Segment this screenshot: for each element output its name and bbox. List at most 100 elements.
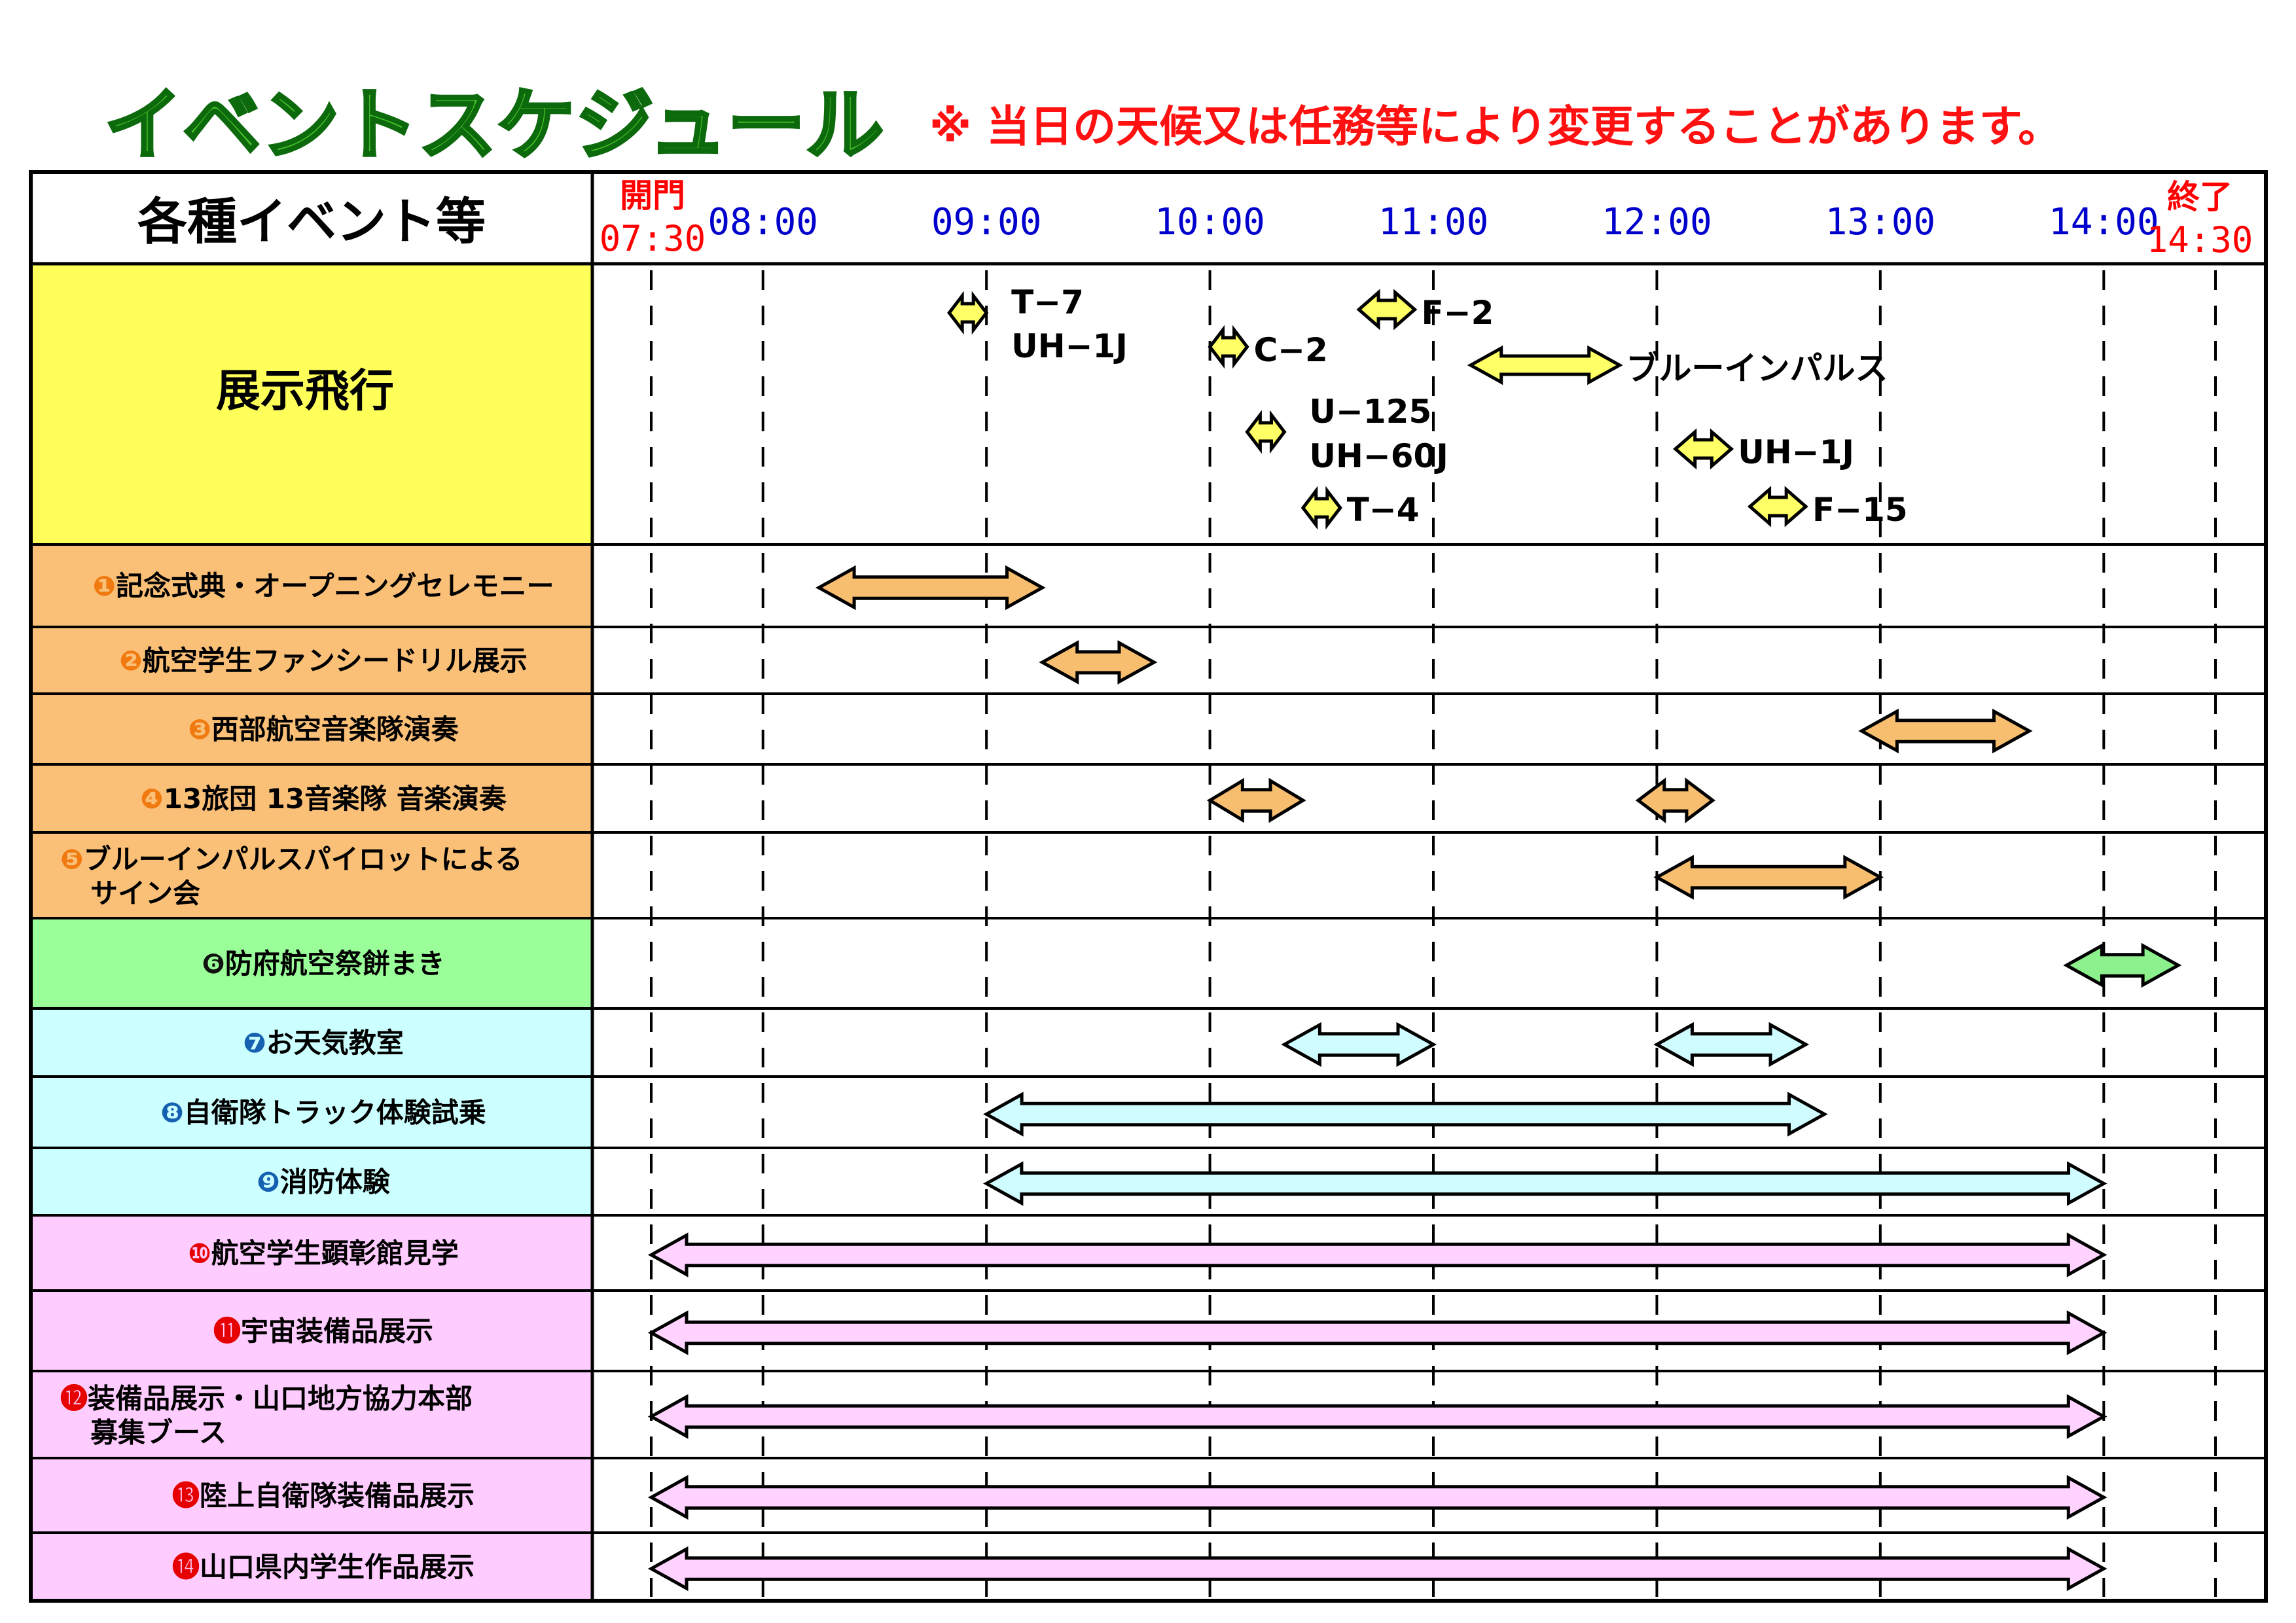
event-arrow bbox=[1206, 777, 1306, 823]
event-arrow bbox=[1653, 1022, 1810, 1067]
event-arrow bbox=[1281, 1022, 1437, 1067]
row-number-badge: ⓫ bbox=[213, 1315, 241, 1347]
row-label-text: 航空学生ファンシードリル展示 bbox=[143, 645, 528, 677]
event-arrow bbox=[647, 1232, 2108, 1277]
row-label: ❸西部航空音楽隊演奏 bbox=[188, 713, 459, 745]
row-number-badge: ❸ bbox=[188, 713, 211, 745]
event-arrow bbox=[2063, 942, 2182, 988]
time-tick-label: 09:00 bbox=[931, 201, 1042, 243]
flight-aircraft-label: T−7 bbox=[1011, 283, 1084, 321]
row-label-cell bbox=[31, 544, 592, 627]
row-label-cell bbox=[31, 918, 592, 1008]
row-label-text: 山口県内学生作品展示 bbox=[200, 1551, 475, 1583]
row-label-text: 防府航空祭餅まき bbox=[225, 948, 445, 980]
row-label: ❼お天気教室 bbox=[243, 1027, 404, 1059]
row-number-badge: ❽ bbox=[160, 1097, 184, 1129]
event-arrow bbox=[815, 565, 1046, 611]
row-number-badge: ⓮ bbox=[172, 1551, 200, 1583]
flight-arrow bbox=[1747, 486, 1808, 527]
row-label-cell bbox=[31, 627, 592, 694]
flight-aircraft-label: C−2 bbox=[1253, 331, 1327, 369]
flight-arrow bbox=[947, 291, 989, 335]
row-number-badge: ❹ bbox=[140, 783, 164, 815]
row-label: ❻防府航空祭餅まき bbox=[202, 948, 445, 980]
row-label: サイン会 bbox=[90, 878, 200, 910]
time-tick-label: 11:00 bbox=[1378, 201, 1489, 243]
row-label-cell bbox=[31, 1533, 592, 1601]
row-label: ⓮山口県内学生作品展示 bbox=[172, 1551, 475, 1583]
row-label: 展示飛行 bbox=[216, 366, 394, 418]
flight-aircraft-label: U−125 bbox=[1309, 393, 1431, 431]
row-label-cell bbox=[31, 694, 592, 764]
close-label: 終了 bbox=[2167, 178, 2233, 216]
event-arrow bbox=[1635, 777, 1715, 824]
row-label-text: 航空学生顕彰館見学 bbox=[211, 1238, 459, 1270]
row-number-badge: ❺ bbox=[60, 844, 84, 876]
flight-aircraft-label: F−15 bbox=[1812, 491, 1908, 529]
time-tick-label: 10:00 bbox=[1155, 201, 1265, 243]
row-number-badge: ❻ bbox=[202, 948, 225, 980]
row-label-text: 西部航空音楽隊演奏 bbox=[211, 713, 459, 745]
flight-arrow bbox=[1208, 325, 1249, 369]
flight-arrow bbox=[1356, 289, 1418, 330]
row-label: ⓫宇宙装備品展示 bbox=[213, 1315, 433, 1347]
row-label-text: 装備品展示・山口地方協力本部 bbox=[88, 1383, 473, 1415]
row-label: ❽自衛隊トラック体験試乗 bbox=[160, 1097, 486, 1129]
event-arrow bbox=[982, 1092, 1828, 1137]
event-arrow bbox=[647, 1546, 2108, 1592]
event-arrow bbox=[647, 1394, 2108, 1439]
time-tick-label: 07:30 bbox=[600, 218, 706, 259]
row-label-cell bbox=[31, 764, 592, 832]
chart-border bbox=[29, 170, 2268, 1603]
event-arrow bbox=[647, 1474, 2108, 1520]
flight-arrow bbox=[1467, 345, 1623, 385]
row-label: ❶記念式典・オープニングセレモニー bbox=[92, 570, 554, 602]
row-label: ⓬装備品展示・山口地方協力本部 bbox=[60, 1383, 473, 1415]
row-label-text: 13旅団 13音楽隊 音楽演奏 bbox=[164, 783, 507, 815]
change-notice: ※ 当日の天候又は任務等により変更することがあります。 bbox=[929, 101, 2062, 152]
row-label-cell bbox=[31, 1371, 592, 1458]
row-label-text: 消防体験 bbox=[280, 1166, 391, 1198]
row-number-badge: ❼ bbox=[243, 1027, 266, 1059]
row-label-cell bbox=[31, 1458, 592, 1533]
row-label-text: 陸上自衛隊装備品展示 bbox=[200, 1480, 475, 1512]
row-number-badge: ❷ bbox=[119, 645, 143, 677]
event-arrow bbox=[1858, 708, 2033, 754]
row-label-cell bbox=[31, 1008, 592, 1077]
flight-aircraft-label: ブルーインパルス bbox=[1626, 349, 1888, 387]
flight-aircraft-label: UH−1J bbox=[1011, 327, 1128, 365]
flight-arrow bbox=[1300, 486, 1342, 530]
row-label-cell bbox=[31, 832, 592, 918]
row-label-text: 記念式典・オープニングセレモニー bbox=[116, 570, 554, 602]
row-number-badge: ❾ bbox=[257, 1166, 280, 1198]
row-label: ❾消防体験 bbox=[257, 1166, 391, 1198]
open-label: 開門 bbox=[620, 177, 685, 215]
row-label-cell bbox=[31, 1291, 592, 1371]
row-label-text: お天気教室 bbox=[266, 1027, 404, 1059]
event-arrow bbox=[1039, 640, 1158, 685]
flight-arrow bbox=[1673, 428, 1734, 470]
time-tick-label: 14:00 bbox=[2049, 201, 2159, 243]
flight-aircraft-label: UH−1J bbox=[1738, 433, 1854, 471]
event-arrow bbox=[982, 1161, 2108, 1206]
row-label: ❷航空学生ファンシードリル展示 bbox=[119, 645, 528, 677]
row-label-cell bbox=[31, 1148, 592, 1215]
row-label-cell bbox=[31, 1215, 592, 1291]
row-label: ⓭陸上自衛隊装備品展示 bbox=[172, 1480, 475, 1512]
time-tick-label: 12:00 bbox=[1602, 201, 1712, 243]
row-label: ❹13旅団 13音楽隊 音楽演奏 bbox=[140, 783, 507, 815]
flight-aircraft-label: T−4 bbox=[1347, 491, 1420, 529]
row-label-cell bbox=[31, 264, 592, 544]
row-label: ❿航空学生顕彰館見学 bbox=[188, 1238, 459, 1270]
event-arrow bbox=[647, 1310, 2108, 1355]
flight-arrow bbox=[1245, 410, 1287, 454]
row-label: ❺ブルーインパルスパイロットによる bbox=[60, 844, 522, 876]
category-header: 各種イベント等 bbox=[137, 192, 486, 251]
page-title: イベントスケジュール bbox=[103, 79, 886, 172]
flight-aircraft-label: F−2 bbox=[1422, 294, 1494, 332]
row-label-text: ブルーインパルスパイロットによる bbox=[84, 844, 523, 876]
row-number-badge: ⓭ bbox=[172, 1480, 200, 1512]
time-tick-label: 13:00 bbox=[1825, 201, 1936, 243]
row-label-text: 宇宙装備品展示 bbox=[241, 1315, 433, 1347]
